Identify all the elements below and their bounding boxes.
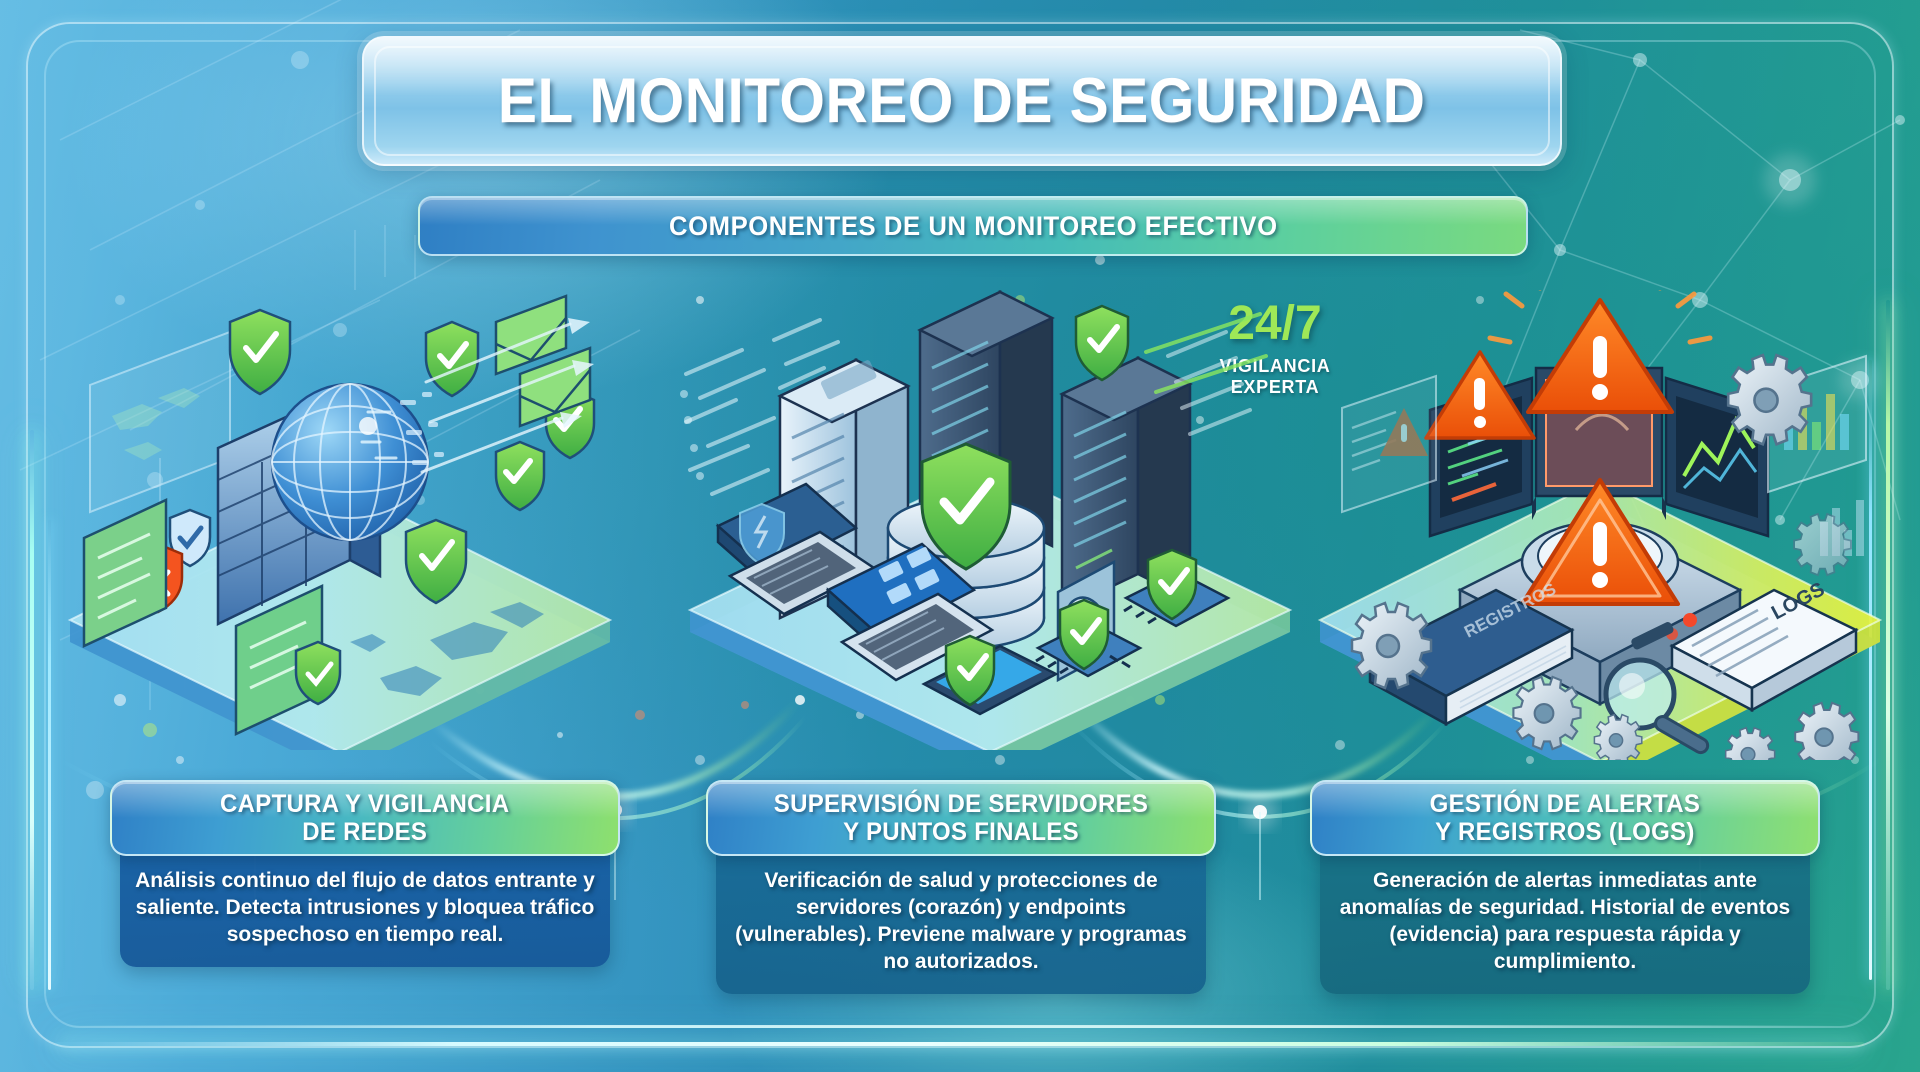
card-title: SUPERVISIÓN DE SERVIDORES Y PUNTOS FINAL…	[766, 790, 1156, 847]
page-title: EL MONITOREO DE SEGURIDAD	[498, 66, 1426, 136]
page-title-bar: EL MONITOREO DE SEGURIDAD	[362, 36, 1562, 166]
frame-glow-right	[1886, 300, 1890, 990]
badge-line-2: EXPERTA	[1230, 377, 1320, 397]
card-network-capture: CAPTURA Y VIGILANCIA DE REDES Análisis c…	[110, 780, 620, 967]
badge-24-7: 24/7 VIGILANCIA EXPERTA	[1190, 297, 1360, 397]
subtitle-bar: COMPONENTES DE UN MONITOREO EFECTIVO	[418, 196, 1528, 256]
card-title-line-1: SUPERVISIÓN DE SERVIDORES	[773, 789, 1149, 818]
frame-glow-left	[30, 430, 34, 990]
card-title-line-1: CAPTURA Y VIGILANCIA	[220, 789, 510, 818]
card-header: GESTIÓN DE ALERTAS Y REGISTROS (LOGS)	[1310, 780, 1820, 856]
card-header: SUPERVISIÓN DE SERVIDORES Y PUNTOS FINAL…	[706, 780, 1216, 856]
card-header: CAPTURA Y VIGILANCIA DE REDES	[110, 780, 620, 856]
card-title-line-2: Y PUNTOS FINALES	[843, 818, 1079, 846]
card-title-line-1: GESTIÓN DE ALERTAS	[1429, 789, 1701, 818]
frame-glow-right-secondary	[1869, 360, 1872, 980]
frame-glow-bottom-secondary	[64, 1025, 1840, 1028]
frame-outer-border	[26, 22, 1894, 1048]
card-title: GESTIÓN DE ALERTAS Y REGISTROS (LOGS)	[1422, 790, 1708, 847]
card-body: Análisis continuo del flujo de datos ent…	[120, 848, 610, 967]
card-title-line-2: Y REGISTROS (LOGS)	[1435, 818, 1695, 846]
subtitle: COMPONENTES DE UN MONITOREO EFECTIVO	[668, 210, 1278, 241]
card-title: CAPTURA Y VIGILANCIA DE REDES	[213, 790, 518, 847]
card-body: Verificación de salud y protecciones de …	[716, 848, 1206, 994]
card-title-line-2: DE REDES	[302, 818, 428, 846]
badge-number: 24/7	[1228, 297, 1322, 350]
illustration-network-capture	[50, 290, 640, 750]
illustration-alerts-logs: REGISTROS LOGS	[1300, 290, 1900, 760]
illustration-servers-endpoints	[670, 270, 1310, 750]
card-body: Generación de alertas inmediatas ante an…	[1320, 848, 1810, 994]
frame-glow-left-secondary	[48, 520, 51, 990]
card-alerts-logs: GESTIÓN DE ALERTAS Y REGISTROS (LOGS) Ge…	[1310, 780, 1820, 994]
frame-glow-bottom	[56, 1042, 1864, 1046]
card-servers-endpoints: SUPERVISIÓN DE SERVIDORES Y PUNTOS FINAL…	[706, 780, 1216, 994]
